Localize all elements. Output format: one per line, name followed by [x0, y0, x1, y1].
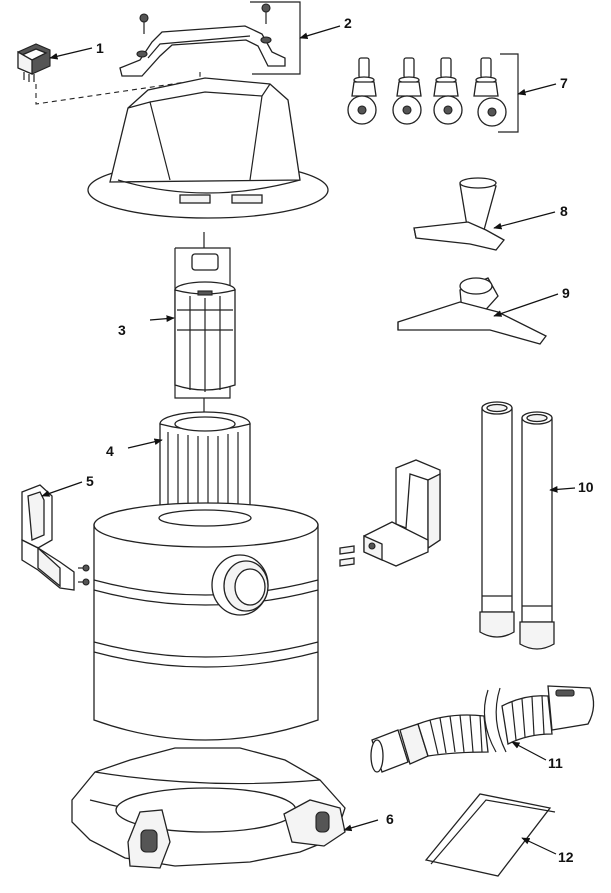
callout-10: 10: [578, 479, 594, 495]
part-1-switch: [17, 43, 201, 105]
part-10-extension-wands: [479, 401, 555, 650]
leader-lines: [41, 25, 576, 855]
part-8-utility-nozzle: [413, 177, 505, 251]
part-3-filter-cage: [174, 247, 236, 399]
part-9-floor-nozzle: [397, 277, 547, 345]
powerhead-lid: [87, 77, 329, 219]
callout-1: 1: [96, 40, 104, 56]
part-4-cartridge-filter: [155, 411, 255, 524]
part-5-accessory-holder: [21, 484, 90, 591]
part-6-base: [71, 747, 346, 869]
callout-8: 8: [560, 203, 568, 219]
tank-drum: [93, 502, 319, 741]
callout-12: 12: [558, 849, 574, 865]
callout-3: 3: [118, 322, 126, 338]
callout-4: 4: [106, 443, 114, 459]
callout-2: 2: [344, 15, 352, 31]
accessory-holder-right: [339, 459, 441, 567]
part-11-hose: [370, 685, 595, 773]
callout-11: 11: [548, 755, 563, 771]
part-7-casters: [347, 53, 519, 133]
part-12-manual: [424, 793, 556, 877]
part-2-handle: [119, 1, 301, 77]
callout-6: 6: [386, 811, 394, 827]
callout-labels: 1 2 3 4 5 6 7 8 9 10 11 12: [86, 15, 594, 865]
callout-9: 9: [562, 285, 570, 301]
callout-7: 7: [560, 75, 568, 91]
callout-5: 5: [86, 473, 94, 489]
